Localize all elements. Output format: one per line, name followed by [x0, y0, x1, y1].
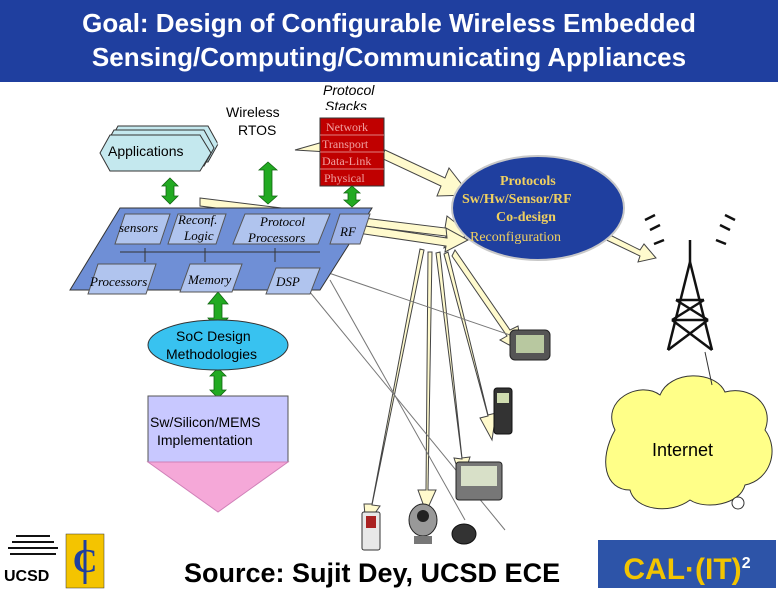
dsp-label: DSP: [276, 274, 300, 289]
applications-stack: [99, 125, 219, 172]
sensors-label: sensors: [119, 220, 159, 235]
stack-layer-datalink: Data-Link: [322, 154, 372, 168]
dsp-chip: [265, 267, 321, 295]
applications-box: [99, 134, 212, 172]
impl-label-2: Implementation: [157, 432, 253, 448]
source-credit: Source: Sujit Dey, UCSD ECE: [184, 558, 561, 588]
devices: [361, 329, 551, 551]
ucsd-logo: [4, 534, 62, 566]
rtos-box: [217, 101, 301, 145]
link-arrow: [363, 248, 425, 528]
codesign-ellipse: [451, 155, 625, 261]
reconf-label-1: Reconf.: [178, 212, 218, 227]
soc-to-impl-arrow: [209, 367, 227, 399]
codesign-line-1: Protocols: [500, 174, 556, 189]
soc-label-2: Methodologies: [166, 346, 258, 362]
pda-icon: [509, 329, 551, 361]
rtos-label-2: RTOS: [238, 122, 277, 138]
sensors-chip: [114, 213, 171, 245]
stack-layer-network: Network: [326, 120, 368, 134]
stack-layer-physical: Physical: [324, 171, 365, 185]
protocol-processors-chip: [232, 213, 331, 245]
impl-label-1: Sw/Silicon/MEMS: [150, 414, 261, 430]
rf-label: RF: [340, 224, 356, 239]
codesign-line-4: Reconfiguration: [470, 230, 561, 245]
portable-device-icon: [361, 511, 381, 551]
link-arrow: [417, 251, 437, 514]
stacks-label-1: Protocol: [323, 82, 375, 98]
implementation-box: [147, 395, 289, 463]
mouse-icon: [451, 523, 477, 545]
rtos-label-1: Wireless: [226, 104, 280, 120]
apps-to-hw-arrow: [161, 177, 179, 205]
reconf-chip: [167, 213, 227, 245]
soc-label-1: SoC Design: [176, 328, 251, 344]
uc-seal-logo: C: [65, 533, 105, 589]
memory-label: Memory: [188, 272, 232, 287]
handheld-computer-icon: [455, 461, 503, 501]
radio-tower-icon: [644, 213, 736, 351]
protocol-processors-label-1: Protocol: [260, 214, 306, 229]
diagram: C: [4, 101, 773, 589]
soc-ellipse: [147, 319, 289, 371]
title-line-2: Sensing/Computing/Communicating Applianc…: [91, 42, 687, 72]
applications-label: Applications: [108, 143, 184, 159]
protocol-stack-box: [319, 117, 385, 187]
memory-chip: [179, 263, 243, 293]
reconf-label-2: Logic: [184, 228, 214, 243]
rf-chip: [329, 213, 371, 245]
stack-layer-transport: Transport: [322, 137, 369, 151]
title-bar: Goal: Design of Configurable Wireless Em…: [0, 0, 778, 82]
ucsd-label: UCSD: [4, 568, 50, 585]
title-line-1: Goal: Design of Configurable Wireless Em…: [82, 8, 696, 38]
stack-to-rf-arrow: [342, 185, 362, 208]
link-arrow: [380, 149, 471, 197]
link-arrow: [443, 251, 497, 442]
webcam-icon: [408, 503, 438, 544]
silicon-triangle: [146, 461, 290, 513]
codesign-line-2: Sw/Hw/Sensor/RF: [462, 192, 572, 207]
calit2-logo: CAL·(IT)2: [598, 540, 776, 588]
protocol-processors-label-2: Processors: [248, 230, 306, 245]
processors-chip: [87, 263, 157, 295]
internet-cloud: [605, 375, 773, 510]
internet-label: Internet: [652, 440, 714, 460]
calit2-sup: 2: [741, 555, 751, 572]
cell-phone-icon: [493, 387, 513, 435]
stacks-label-2: Stacks: [325, 98, 368, 110]
user-icon: [731, 496, 745, 510]
processors-label: Processors: [90, 274, 148, 289]
hardware-platform: [69, 207, 373, 295]
codesign-line-3: Co-design: [496, 210, 556, 225]
rtos-to-hw-arrow: [257, 161, 279, 205]
calit2-main: CAL·(IT): [623, 553, 742, 586]
